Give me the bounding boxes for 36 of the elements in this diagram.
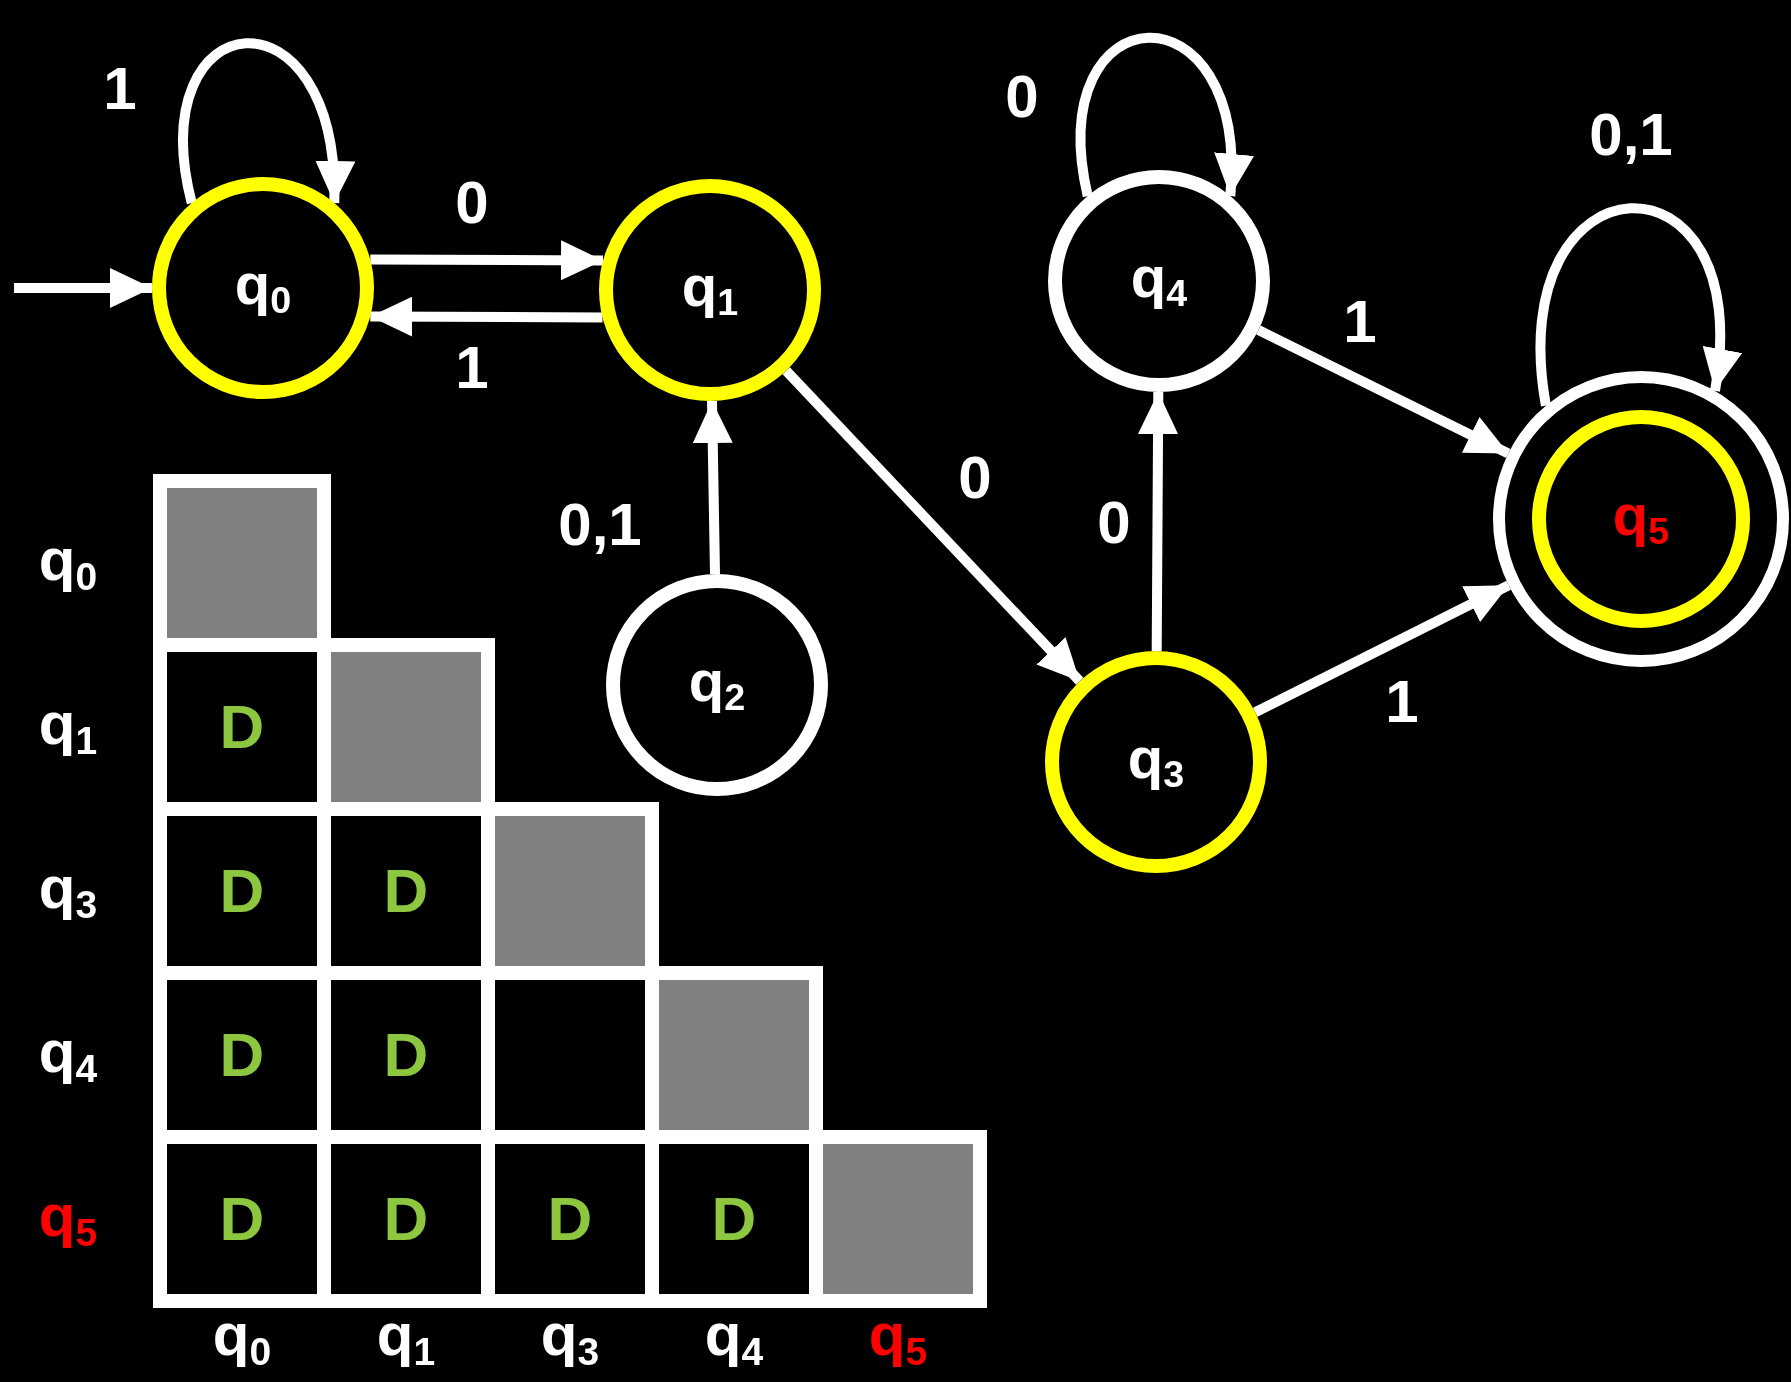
- transition-arrow: [782, 367, 1084, 685]
- distinguishable-mark: D: [383, 1188, 429, 1250]
- state-name: q$_{2}$: [688, 652, 746, 718]
- transition-arrow: [1138, 391, 1179, 652]
- transition-arrow: [370, 240, 603, 281]
- self-loop-arrow: [1535, 203, 1739, 407]
- state-name: q$_{3}$: [1127, 729, 1185, 795]
- row-header: q$_{3}$: [38, 858, 98, 924]
- distinguishable-mark: D: [383, 1024, 429, 1086]
- transition-arrow: [370, 296, 603, 337]
- column-header: q$_{3}$: [540, 1305, 600, 1371]
- distinguishable-mark: D: [219, 860, 265, 922]
- transition-arrow: [1256, 325, 1511, 458]
- distinguishable-mark: D: [219, 1188, 265, 1250]
- distinguishable-mark: D: [219, 696, 265, 758]
- state-name: q$_{0}$: [234, 255, 292, 321]
- transition-arrow: [14, 268, 152, 308]
- distinguishable-mark: D: [547, 1188, 593, 1250]
- state-name: q$_{4}$: [1130, 248, 1188, 314]
- column-header: q$_{4}$: [704, 1305, 764, 1371]
- row-header: q$_{1}$: [38, 694, 98, 760]
- state-name: q$_{1}$: [681, 257, 739, 323]
- column-header: q$_{1}$: [376, 1305, 436, 1371]
- distinguishable-mark: D: [711, 1188, 757, 1250]
- distinguishable-mark: D: [219, 1024, 265, 1086]
- row-header: q$_{5}$: [38, 1186, 98, 1252]
- row-header: q$_{0}$: [38, 530, 98, 596]
- state-name: q$_{5}$: [1612, 486, 1670, 552]
- column-header: q$_{5}$: [868, 1305, 928, 1371]
- transition-arrow: [1252, 580, 1511, 717]
- column-header: q$_{0}$: [212, 1305, 272, 1371]
- row-header: q$_{4}$: [38, 1022, 98, 1088]
- self-loop-arrow: [178, 38, 353, 204]
- transition-arrow: [692, 400, 733, 575]
- distinguishable-mark: D: [383, 860, 429, 922]
- self-loop-arrow: [1075, 33, 1251, 197]
